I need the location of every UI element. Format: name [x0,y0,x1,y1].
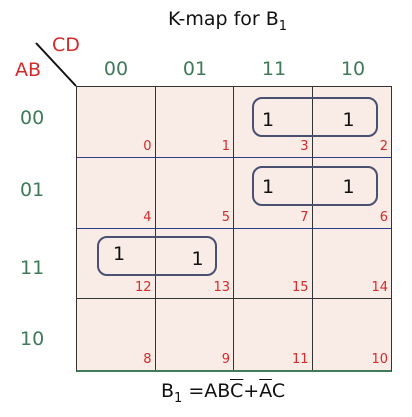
column-variable-label: CD [52,34,80,56]
minterm-number: 3 [300,138,309,154]
minterm-number: 10 [371,352,388,367]
kmap-cell: 14 [312,229,391,300]
expression-lhs: B [161,380,175,402]
kmap-cell: 1 7 [234,157,313,229]
expression-equals: = [182,380,205,402]
cell-value: 1 [262,109,275,131]
minterm-number: 7 [300,209,309,225]
cell-value: 1 [262,175,275,198]
kmap-cell: 10 [313,299,392,370]
row-header-00: 00 [20,107,45,129]
kmap-cell: 4 [77,157,156,229]
group-loop-row-11 [97,236,217,276]
kmap-title-subscript: 1 [278,18,288,34]
row-variable-label: AB [15,59,42,81]
kmap-cell: 8 [77,299,156,370]
kmap-cell: 11 [234,299,313,370]
row-header-01: 01 [20,179,45,201]
kmap-cell: 1 12 [77,228,156,300]
minterm-number: 9 [221,352,230,367]
column-header-10: 10 [340,58,366,80]
kmap-cell: 5 [155,157,234,229]
expression-lhs-subscript: 1 [174,390,183,406]
minterm-number: 12 [134,280,152,296]
group-loop-row-01 [252,166,378,206]
minterm-number: 4 [143,209,152,225]
kmap-cell: 1 6 [312,158,391,229]
cell-value: 1 [342,109,355,131]
simplified-expression: B1 =ABC+AC [161,380,285,406]
kmap-cell: 1 3 [234,87,313,158]
minterm-number: 0 [143,138,152,154]
minterm-number: 13 [213,280,230,296]
minterm-number: 15 [291,280,309,296]
minterm-number: 11 [291,352,309,367]
cell-value: 1 [191,247,204,270]
minterm-number: 1 [221,138,230,154]
row-header-11: 11 [20,257,45,279]
expression-term1-complement: C [230,380,244,402]
minterm-number: 8 [143,352,152,367]
column-header-01: 01 [182,58,208,80]
cell-value: 1 [342,175,355,198]
kmap-cell: 1 13 [155,228,234,300]
expression-plus: + [243,380,260,402]
group-loop-row-00 [252,97,378,137]
kmap-cell: 15 [234,228,313,300]
kmap-title: K-map for B1 [168,8,287,34]
kmap-grid: 0 1 1 3 1 2 4 5 1 7 1 6 1 12 1 13 15 14 … [76,86,392,372]
expression-term2: C [271,380,286,402]
row-header-10: 10 [20,328,45,350]
minterm-number: 2 [379,138,388,154]
minterm-number: 6 [379,209,388,225]
cell-value: 1 [113,242,126,265]
kmap-cell: 9 [156,299,234,370]
kmap-cell: 0 [77,87,156,158]
minterm-number: 5 [221,209,230,225]
kmap-cell: 1 2 [312,87,391,158]
expression-term1: AB [204,380,230,402]
column-header-11: 11 [261,58,287,80]
kmap-cell: 1 [155,87,234,158]
minterm-number: 14 [371,280,388,296]
expression-term2-complement: A [259,380,272,402]
column-header-00: 00 [103,58,129,80]
kmap-title-text: K-map for B [168,8,279,30]
